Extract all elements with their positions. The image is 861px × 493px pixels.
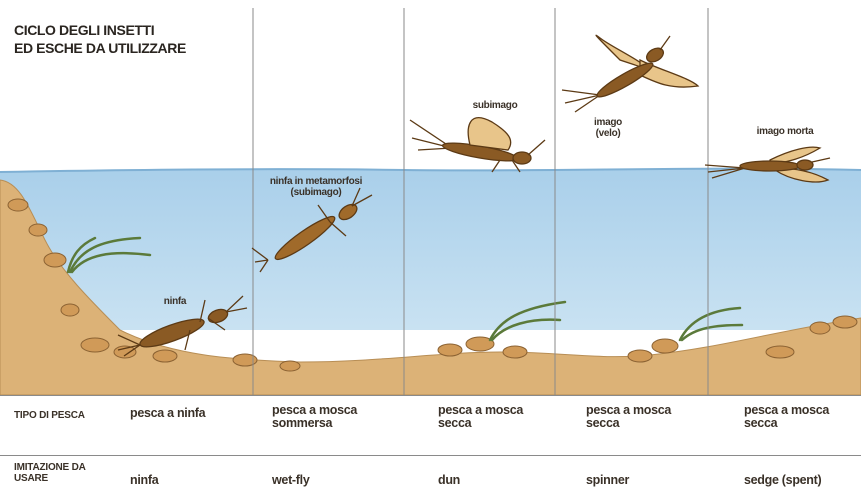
diagram-title-line2: ED ESCHE DA UTILIZZARE (14, 40, 186, 56)
stage-label-imago: imago (velo) (588, 117, 628, 139)
stage-label-imago-morta: imago morta (740, 126, 830, 137)
subimago-insect (410, 118, 545, 172)
water-area (0, 169, 861, 330)
tipo-cell-5: pesca a mosca secca (744, 404, 854, 430)
tipo-cell-4: pesca a mosca secca (586, 404, 701, 430)
imitazione-cell-1: ninfa (130, 474, 240, 487)
row-header-tipo-pesca: TIPO DI PESCA (14, 410, 114, 421)
imago-insect (562, 35, 698, 112)
stage-label-subimago: subimago (460, 100, 530, 111)
imitazione-cell-5: sedge (spent) (744, 474, 854, 487)
table-top-border (0, 395, 861, 396)
tipo-cell-1: pesca a ninfa (130, 407, 250, 420)
imitazione-cell-4: spinner (586, 474, 696, 487)
tipo-cell-2: pesca a mosca sommersa (272, 404, 402, 430)
stage-label-ninfa-metamorfosi: ninfa in metamorfosi (subimago) (256, 176, 376, 198)
row-header-imitazione: IMITAZIONE DA USARE (14, 462, 86, 484)
stage-label-ninfa: ninfa (150, 296, 200, 307)
insect-cycle-illustration (0, 0, 861, 395)
tipo-cell-3: pesca a mosca secca (438, 404, 553, 430)
imitazione-cell-2: wet-fly (272, 474, 382, 487)
table-row-divider (0, 455, 861, 456)
imitazione-cell-3: dun (438, 474, 548, 487)
diagram-title-line1: CICLO DEGLI INSETTI (14, 22, 154, 38)
